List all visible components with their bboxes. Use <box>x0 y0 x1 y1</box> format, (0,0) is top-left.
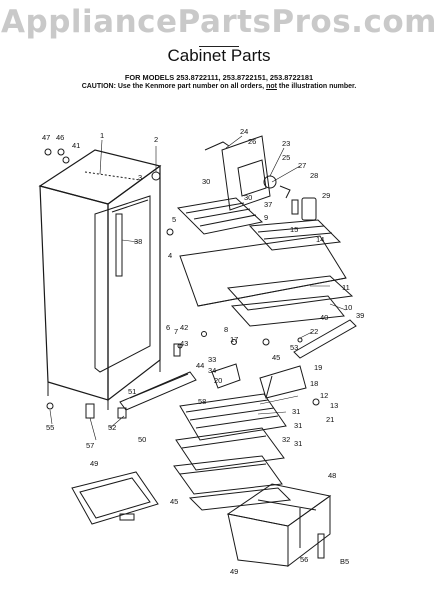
callout-label: 17 <box>230 335 238 344</box>
caution-prefix: CAUTION: Use the Kenmore part number on … <box>81 83 265 90</box>
callout-label: 6 <box>166 323 170 332</box>
callout-label: 51 <box>128 387 136 396</box>
callout-label: 58 <box>198 397 206 406</box>
callout-label: 22 <box>310 327 318 336</box>
callout-label: 42 <box>180 323 188 332</box>
callout-label: 34 <box>208 366 216 375</box>
callout-label: 23 <box>282 139 290 148</box>
dairy-bin <box>211 363 307 399</box>
callout-label: 40 <box>320 313 328 322</box>
callout-label: 11 <box>342 283 350 292</box>
callout-label: 31 <box>294 421 302 430</box>
models-line: FOR MODELS 253.8722111, 253.8722151, 253… <box>124 73 314 82</box>
callout-label: 27 <box>298 161 306 170</box>
callout-label: 53 <box>290 343 298 352</box>
watermark: AppliancePartsPros.com <box>1 4 437 40</box>
callout-label: 20 <box>214 376 222 385</box>
callout-label: B5 <box>340 557 349 566</box>
leader-lines <box>49 135 347 441</box>
callout-label: 56 <box>300 555 308 564</box>
callout-label: 7 <box>174 327 178 336</box>
callout-label: 32 <box>282 435 290 444</box>
callout-label: 30 <box>202 177 210 186</box>
callout-label: 57 <box>86 441 94 450</box>
page-title: Cabinet Parts <box>167 46 271 65</box>
callout-label: 49 <box>230 567 238 576</box>
callout-label: 28 <box>310 171 318 180</box>
callout-label: 48 <box>328 471 336 480</box>
callout-label: 41 <box>72 141 80 150</box>
callout-label: 14 <box>316 235 324 244</box>
title-rule <box>199 46 239 47</box>
callout-label: 45 <box>272 353 280 362</box>
meat-pan <box>71 471 159 525</box>
callout-label: 4 <box>168 251 172 260</box>
callout-label: 47 <box>42 133 50 142</box>
callout-label: 50 <box>138 435 146 444</box>
crisper-drawers <box>226 483 332 568</box>
callout-label: 31 <box>294 439 302 448</box>
callout-label: 39 <box>356 311 364 320</box>
callout-label: 44 <box>196 361 204 370</box>
rails <box>119 319 357 411</box>
callout-label: 24 <box>240 127 248 136</box>
callout-label: 55 <box>46 423 54 432</box>
control-housing <box>204 135 317 221</box>
callout-label: 45 <box>170 497 178 506</box>
callout-label: 26 <box>248 137 256 146</box>
callout-label: 2 <box>154 135 158 144</box>
callout-label: 43 <box>180 339 188 348</box>
callout-label: 9 <box>264 213 268 222</box>
callout-label: 33 <box>208 355 216 364</box>
callout-label: 30 <box>244 193 252 202</box>
caution-suffix: the illustration number. <box>278 83 357 90</box>
callout-label: 10 <box>344 303 352 312</box>
refrigerator-shelves <box>173 393 292 511</box>
caution-line: CAUTION: Use the Kenmore part number on … <box>0 83 438 90</box>
callout-label: 46 <box>56 133 64 142</box>
callout-label: 8 <box>224 325 228 334</box>
callout-label: 19 <box>314 363 322 372</box>
callout-label: 38 <box>134 237 142 246</box>
callout-label: 29 <box>322 191 330 200</box>
callout-label: 21 <box>326 415 334 424</box>
caution-not: not <box>266 83 277 90</box>
callout-label: 13 <box>330 401 338 410</box>
callout-label: 15 <box>290 225 298 234</box>
cabinet-body <box>38 149 162 410</box>
callout-label: 12 <box>320 391 328 400</box>
callout-labels: 47 46 1 2 3 41 24 26 23 25 27 28 30 30 3… <box>42 127 364 576</box>
callout-label: 25 <box>282 153 290 162</box>
callout-label: 1 <box>100 131 104 140</box>
hardware <box>44 148 320 419</box>
callout-label: 49 <box>90 459 98 468</box>
callout-label: 52 <box>108 423 116 432</box>
callout-label: 31 <box>292 407 300 416</box>
callout-label: 3 <box>138 173 142 182</box>
callout-label: 18 <box>310 379 318 388</box>
callout-label: 37 <box>264 200 272 209</box>
freezer-shelves <box>176 197 354 327</box>
callout-label: 5 <box>172 215 176 224</box>
